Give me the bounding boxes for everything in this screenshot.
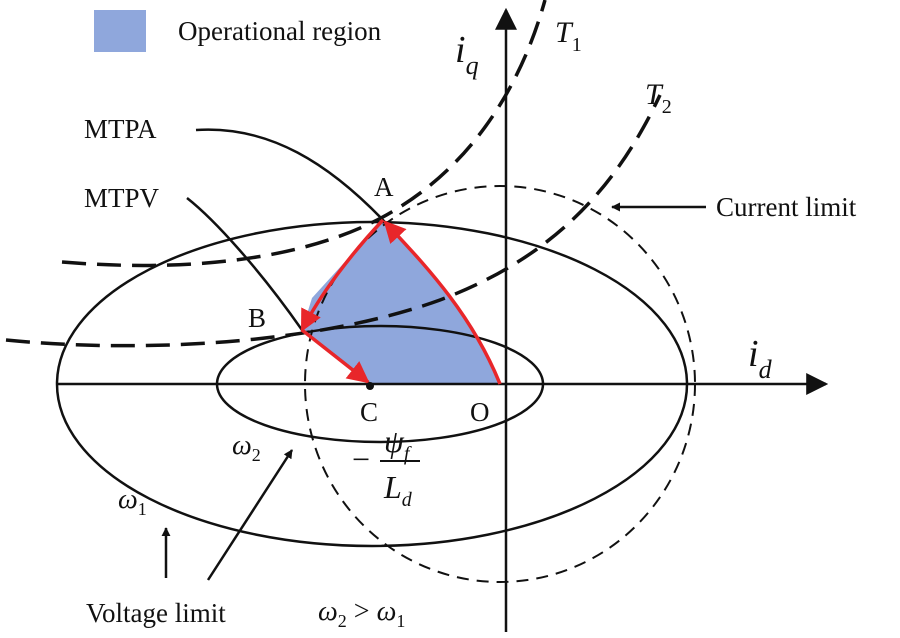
legend-swatch bbox=[94, 10, 146, 52]
voltage-limit-label: Voltage limit bbox=[86, 598, 226, 628]
mtpv-label: MTPV bbox=[84, 183, 160, 213]
point-a-label: A bbox=[374, 172, 394, 202]
torque-curve-t1 bbox=[61, 0, 547, 268]
t2-label: T2 bbox=[645, 78, 672, 118]
center-minus: − bbox=[352, 441, 370, 477]
trajectory-o-to-a bbox=[383, 220, 502, 385]
point-o-label: O bbox=[470, 397, 490, 427]
w2-label: ω2 bbox=[232, 430, 261, 465]
speed-relation: ω2 > ω1 bbox=[318, 596, 405, 631]
center-expression: − ψf Ld bbox=[352, 423, 420, 511]
voltage-limit-ellipse-w2 bbox=[215, 324, 545, 444]
t1-label: T1 bbox=[555, 16, 582, 56]
current-limit-label: Current limit bbox=[716, 192, 857, 222]
trajectory-a-to-b bbox=[300, 218, 385, 332]
point-b-label: B bbox=[248, 303, 266, 333]
center-denominator: Ld bbox=[383, 469, 413, 511]
point-c-marker bbox=[366, 382, 374, 390]
legend-label: Operational region bbox=[178, 16, 382, 46]
w2-pointer bbox=[206, 449, 294, 581]
center-numerator: ψf bbox=[384, 423, 412, 465]
w1-label: ω1 bbox=[118, 484, 147, 519]
mtpa-label: MTPA bbox=[84, 114, 157, 144]
iq-axis-label: iq bbox=[455, 29, 479, 80]
point-c-label: C bbox=[360, 397, 378, 427]
operational-region bbox=[302, 220, 500, 384]
id-axis-label: id bbox=[748, 333, 773, 384]
trajectory-b-to-c bbox=[300, 328, 370, 384]
torque-curve-t2 bbox=[5, 94, 662, 348]
current-limit-circle bbox=[304, 185, 696, 583]
